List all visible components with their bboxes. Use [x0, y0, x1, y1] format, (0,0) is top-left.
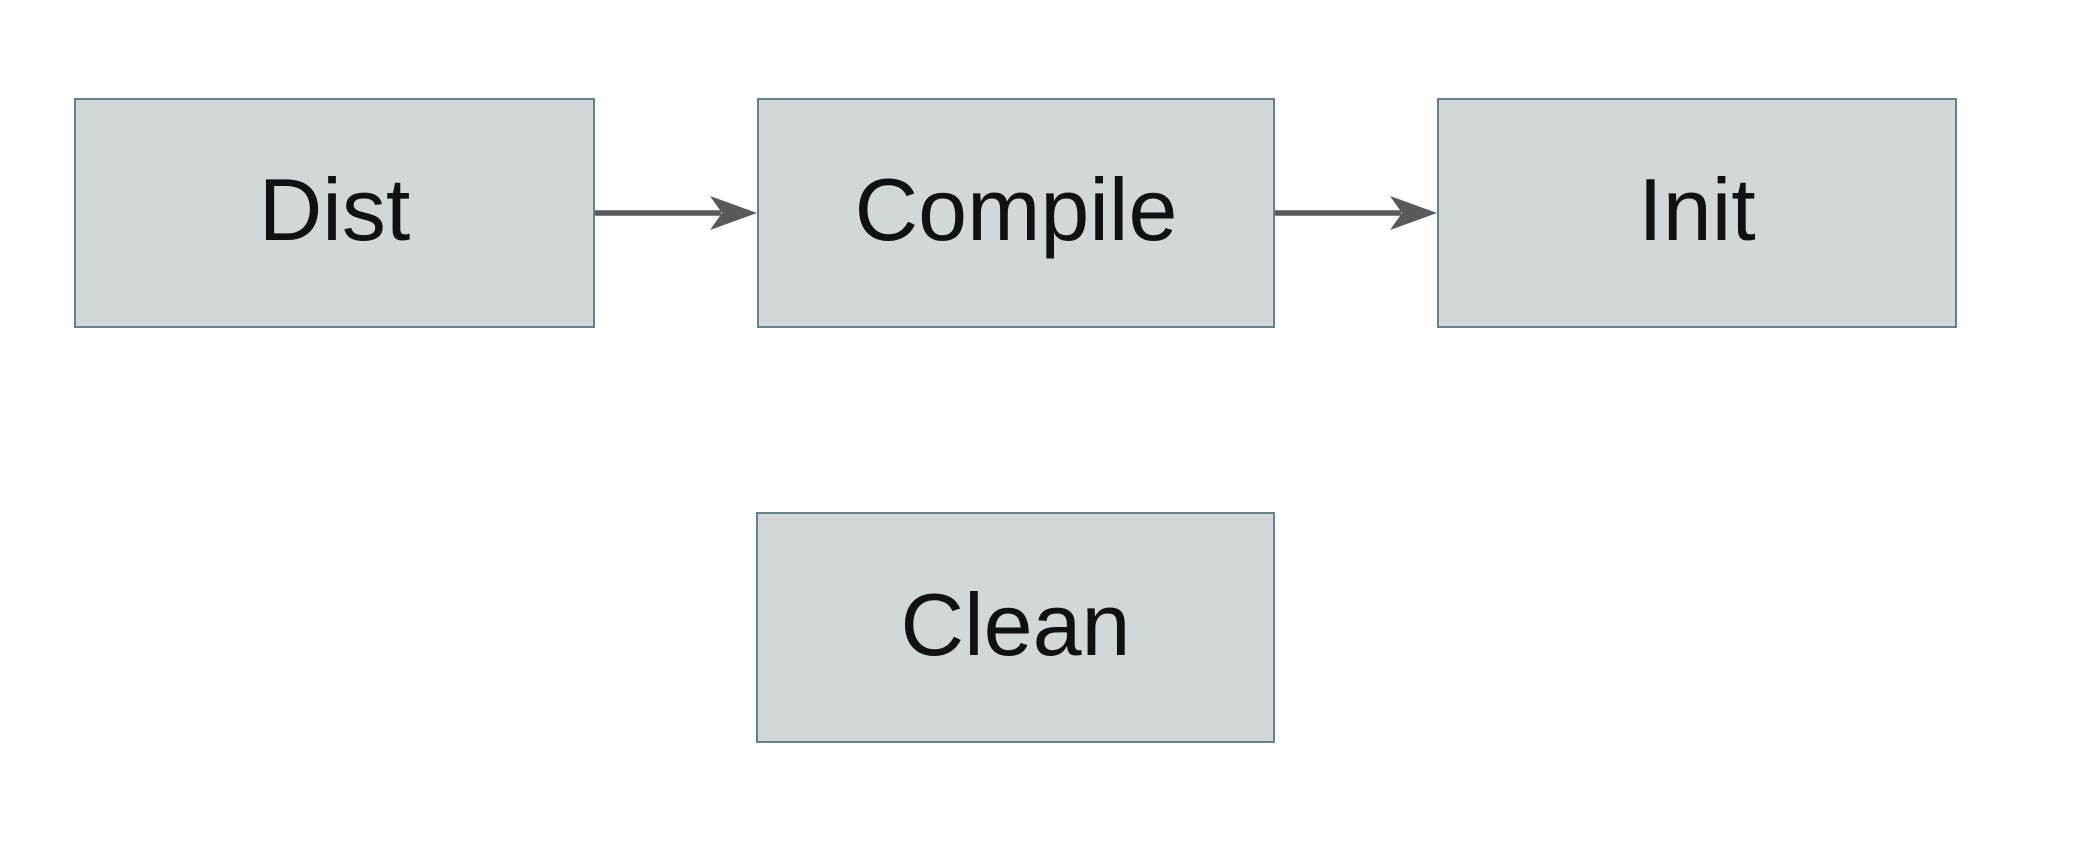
arrow-dist-to-compile-icon [595, 196, 757, 230]
node-init-label: Init [1638, 160, 1756, 259]
node-compile-label: Compile [854, 160, 1178, 259]
node-init: Init [1437, 98, 1957, 328]
arrow-compile-to-init-icon [1275, 196, 1437, 230]
node-dist: Dist [74, 98, 595, 328]
node-clean-label: Clean [900, 574, 1131, 674]
node-clean: Clean [756, 512, 1275, 743]
node-compile: Compile [757, 98, 1275, 328]
node-dist-label: Dist [258, 160, 411, 259]
